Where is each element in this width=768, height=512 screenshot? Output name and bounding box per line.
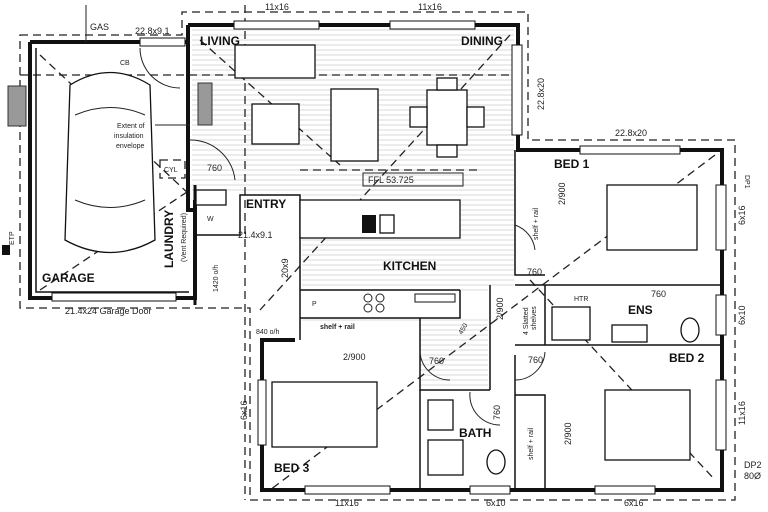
room-label-dining: DINING [461,34,503,48]
room-label-bed2: BED 2 [669,351,705,365]
dim-dining-side-window: 22.8x20 [536,78,546,110]
washer-label: W [207,216,214,223]
dim-dining-window: 11x16 [418,2,442,12]
dim-door-laundry: 760 [207,163,222,173]
dim-bath-window: 6x10 [486,498,506,508]
cb-label: CB [120,60,130,67]
room-label-kitchen: KITCHEN [383,259,436,273]
room-label-ens: ENS [628,303,653,317]
dim-wardrobe-bed2: 2/900 [563,422,573,445]
room-label-laundry: LAUNDRY [162,210,176,268]
dim-wardrobe-hall: 2/900 [495,297,505,320]
heater-label: HTR [574,296,588,303]
dim-door-450: 450 [458,322,470,336]
gas-label: GAS [90,22,109,32]
bed2-shelf-rail-label: shelf + rail [528,427,535,460]
dim-bed1-side-window: 6x16 [737,205,747,225]
dim-bed3-window: 11x16 [335,498,359,508]
roofline-outline [19,11,736,501]
dim-door-bed3: 760 [429,356,444,366]
dim-bed2-side-window: 11x16 [737,401,747,425]
dp2-label: DP2 [744,460,762,470]
ffl-label: FFL 53.725 [368,175,414,185]
insulation-label-1: Extent of [117,123,145,130]
bed3-shelf-rail-label: shelf + rail [320,324,355,331]
cylinder-box [159,159,186,179]
dim-door-bed2: 760 [528,355,543,365]
dp1-label: DP1 [743,175,750,189]
dp2-size-label: 80Ø [744,471,761,481]
furniture [139,44,700,476]
dim-entry-window: 21.4x9.1 [238,230,273,240]
dim-overhang-840: 840 o/h [256,329,279,336]
dim-door-bed1: 760 [527,267,542,277]
dim-wardrobe-bed3: 2/900 [343,352,366,362]
windows [2,20,727,495]
dim-wardrobe-bed1: 2/900 [557,182,567,205]
car-outline [64,71,156,254]
cylinder-label: CYL [164,167,178,174]
dim-overhang-1420: 1420 o/h [213,265,220,292]
dim-living-window: 11x16 [265,2,289,12]
etp-label: ETP [9,231,16,245]
room-label-entry: ENTRY [246,197,286,211]
room-label-bed1: BED 1 [554,157,590,171]
dim-garage-door: 21.4x24 Garage Door [65,306,152,316]
dim-ens-window: 6x10 [737,305,747,325]
insulation-label-3: envelope [116,143,145,150]
dim-bed3-side-window: 6x16 [239,400,249,420]
slatted-shelves-label-1: 4 Slatted [523,307,530,335]
dim-bed1-window: 22.8x20 [615,128,647,138]
room-label-garage: GARAGE [42,271,95,285]
room-label-living: LIVING [200,34,240,48]
slatted-shelves-label-2: shelves [531,306,538,330]
pantry-label: P [312,301,317,308]
bed1-shelf-rail-label: shelf + rail [533,207,540,240]
ffl-box [362,172,464,187]
room-label-bed3: BED 3 [274,461,310,475]
insulation-label-2: insulation [114,133,144,140]
dim-bed2-window: 6x16 [624,498,644,508]
dim-door-ens: 760 [651,289,666,299]
room-label-bath: BATH [459,426,491,440]
laundry-vent-note: (Vent Required) [181,213,188,262]
dim-garage-window: 22.8x9.1 [135,26,170,36]
dim-door-bath: 760 [492,405,502,420]
dim-kitchen-window: 20x9 [280,258,290,278]
internal-walls [193,150,722,490]
